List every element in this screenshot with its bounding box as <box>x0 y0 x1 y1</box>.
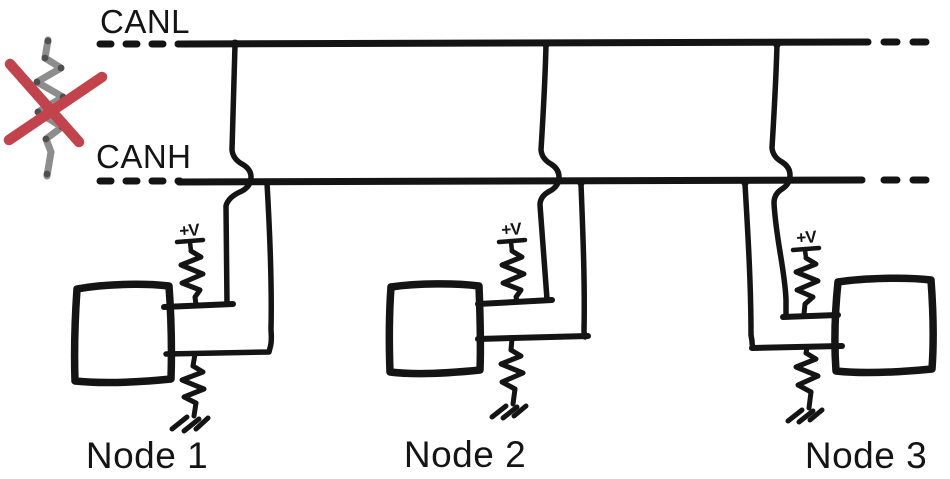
node-1-group <box>70 42 275 434</box>
node-3-group <box>742 42 937 425</box>
node-2-group <box>385 42 591 421</box>
node-1-ground-resistor <box>169 351 211 434</box>
node-1-box <box>70 280 176 387</box>
canl-bus-line <box>178 38 872 48</box>
node-2-canh-drop-wire <box>578 181 588 340</box>
canh-bus-line <box>175 176 866 186</box>
node-1-canl-drop-wire <box>223 42 254 307</box>
canl-label: CANL <box>100 3 190 40</box>
node-1-supply-label: +V <box>179 220 201 240</box>
node-2-ground-resistor <box>489 336 529 421</box>
node-1-canh-drop-wire <box>163 180 275 357</box>
node-3-bottom-wire <box>749 343 845 351</box>
node-3-label: Node 3 <box>805 435 927 476</box>
node-2-supply-label: +V <box>501 219 523 239</box>
node-2-bottom-wire <box>475 333 591 342</box>
node-3-supply-label: +V <box>796 227 818 247</box>
node-2-box <box>385 280 485 378</box>
node-2-canl-drop-wire <box>537 42 562 302</box>
ground-icon <box>489 403 529 421</box>
node-3-ground-resistor <box>785 345 825 425</box>
node-3-canh-drop-wire <box>742 181 756 350</box>
node-1-pullup-resistor <box>174 237 206 308</box>
node-1-label: Node 1 <box>86 435 208 476</box>
node-1-top-wire <box>161 301 236 310</box>
ground-icon <box>785 407 825 425</box>
node-3-pullup-resistor <box>790 245 822 317</box>
node-3-top-wire <box>780 312 841 320</box>
crossout-x-icon <box>3 58 108 148</box>
node-3-box <box>831 274 937 377</box>
node-2-pullup-resistor <box>496 237 528 304</box>
canh-label: CANH <box>96 138 192 175</box>
bus-junction-dots <box>230 39 781 187</box>
ground-icon <box>169 414 211 434</box>
ink-layer <box>70 38 937 434</box>
node-3-canl-drop-wire <box>769 42 793 319</box>
label-layer: CANL CANH +V +V +V Node 1 Node 2 Node 3 <box>86 3 927 476</box>
node-2-label: Node 2 <box>404 434 526 475</box>
